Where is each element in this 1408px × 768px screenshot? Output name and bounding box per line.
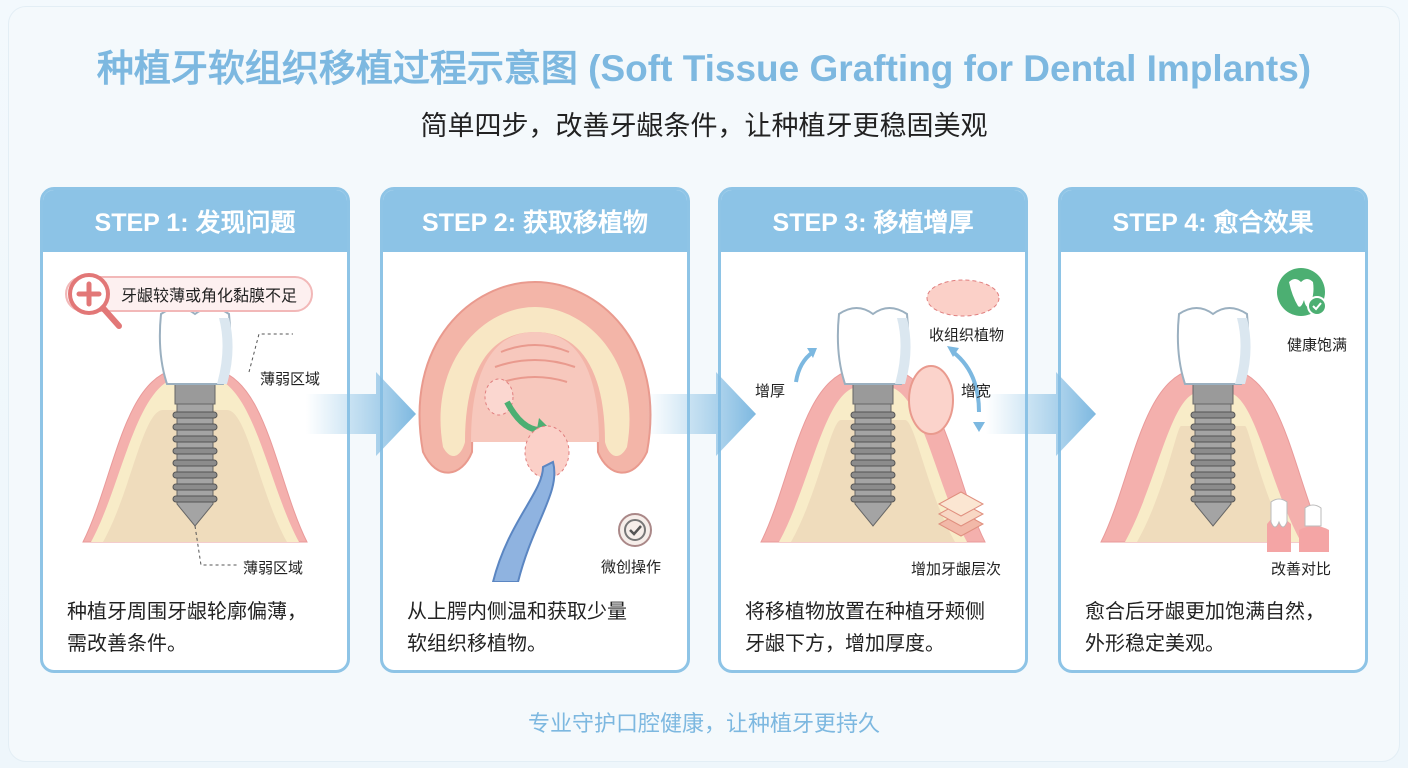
page-subtitle: 简单四步，改善牙龈条件，让种植牙更稳固美观 <box>420 111 988 141</box>
improvement-comparison-label: 改善对比 <box>1271 561 1332 578</box>
page-title: 种植牙软组织移植过程示意图 (Soft Tissue Grafting for … <box>96 48 1312 89</box>
desc-line: 种植牙周围牙龈轮廓偏薄， <box>67 601 307 623</box>
minimally-invasive-label: 微创操作 <box>601 559 662 576</box>
add-gum-layers-label: 增加牙龈层次 <box>911 561 1002 578</box>
thicken-label: 增厚 <box>755 383 786 400</box>
problem-badge-text: 牙龈较薄或角化黏膜不足 <box>121 288 298 305</box>
desc-line: 从上腭内侧温和获取少量 <box>407 601 627 623</box>
harvested-graft-label: 收组织植物 <box>929 327 1005 344</box>
layers-icon <box>937 491 985 537</box>
desc-line: 愈合后牙龈更加饱满自然， <box>1085 601 1325 623</box>
step-1-header: STEP 1: 发现问题 <box>43 190 347 252</box>
step-4-description: 愈合后牙龈更加饱满自然， 外形稳定美观。 <box>1085 596 1349 660</box>
step-3-description: 将移植物放置在种植牙颊侧牙龈下方，增加厚度。 <box>745 596 1009 660</box>
step-2-header: STEP 2: 获取移植物 <box>383 190 687 252</box>
step-1-description: 种植牙周围牙龈轮廓偏薄， 需改善条件。 <box>67 596 331 660</box>
desc-line: 牙龈下方，增加厚度。 <box>745 633 945 655</box>
step-arrow-2-icon <box>646 372 756 456</box>
step-arrow-1-icon <box>306 372 416 456</box>
step-4-card: STEP 4: 愈合效果 健康饱满 改善对比 愈合后牙龈更加饱满自然， 外形稳定美… <box>1058 187 1368 673</box>
step-2-description: 从上腭内侧温和获取少量软组织移植物。 <box>407 596 671 660</box>
desc-line: 将移植物放置在种植牙颊侧 <box>745 601 985 623</box>
healed-result-illustration <box>1100 268 1329 552</box>
gum-implant-crown-drawing <box>760 307 986 543</box>
step-2-card: STEP 2: 获取移植物 微创操作 从上腭内侧温和获取少量软组织移植物。 <box>380 187 690 673</box>
weak-area-label-bottom: 薄弱区域 <box>243 560 304 577</box>
step-arrow-3-icon <box>986 372 1096 456</box>
healthy-full-label: 健康饱满 <box>1287 337 1348 354</box>
widen-label: 增宽 <box>961 383 992 400</box>
desc-line: 需改善条件。 <box>67 633 187 655</box>
gum-implant-crown-drawing <box>82 307 308 566</box>
desc-line: 软组织移植物。 <box>407 633 547 655</box>
step-3-card: STEP 3: 移植增厚 收组织植物 增厚 增宽 增加牙龈层次 将移植物放置在种… <box>718 187 1028 673</box>
thin-gum-implant-illustration <box>82 307 308 566</box>
graft-placement-illustration <box>760 279 1000 543</box>
comparison-teeth-icon <box>1267 498 1329 552</box>
desc-line: 外形稳定美观。 <box>1085 633 1225 655</box>
minimally-invasive-check-icon <box>618 513 652 547</box>
magnifier-plus-icon <box>68 273 122 329</box>
footer-slogan: 专业守护口腔健康，让种植牙更持久 <box>527 711 880 736</box>
weak-area-label-top: 薄弱区域 <box>260 371 321 388</box>
step-4-header: STEP 4: 愈合效果 <box>1061 190 1365 252</box>
step-3-header: STEP 3: 移植增厚 <box>721 190 1025 252</box>
gum-implant-crown-drawing <box>1100 307 1326 543</box>
step-1-card: STEP 1: 发现问题 牙龈较薄或角化黏膜不足 薄弱区域 薄弱区域 种植牙周围… <box>40 187 350 673</box>
palate-harvest-illustration <box>418 280 652 582</box>
